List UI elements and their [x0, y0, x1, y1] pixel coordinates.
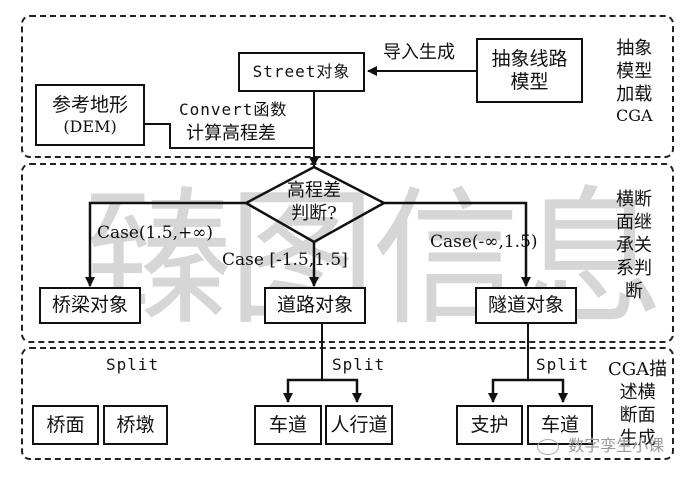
wechat-icon: [537, 438, 559, 455]
panel-cga-cross-section: [21, 347, 674, 460]
node-line: 抽象线路: [491, 47, 568, 70]
node-label: 车道: [540, 413, 579, 436]
edge-case-bridge: [85, 201, 246, 287]
split-tunnel-label: Split: [536, 355, 590, 374]
node-label: 桥面: [46, 413, 85, 436]
node-line: 高程差: [287, 180, 341, 201]
panel-bottom-side-label: CGA描 述横 断面 生成: [608, 359, 668, 450]
tunnel-object-node: 隧道对象: [475, 287, 577, 324]
edge-split-tunnel-support: [488, 378, 528, 403]
abstract-route-model-node: 抽象线路 模型: [476, 38, 583, 103]
node-label: 道路对象: [276, 294, 353, 317]
panel-top-side-label: 抽象 模型 加载 CGA: [616, 38, 653, 126]
elevation-decision-node: 高程差 判断?: [278, 180, 350, 225]
case-bridge-label: Case(1.5,+∞): [97, 223, 214, 243]
brand-watermark: 数字孪生小课: [537, 432, 664, 456]
node-label: 隧道对象: [487, 294, 564, 317]
case-road-label: Case [-1.5,1.5]: [222, 250, 348, 270]
tunnel-lane-node: 车道: [527, 405, 593, 445]
node-label: Street对象: [252, 62, 351, 82]
convert-function-label: Convert函数: [179, 100, 288, 119]
sidewalk-node: 人行道: [325, 405, 393, 445]
edge-split-road-lane: [283, 378, 322, 403]
node-label: 桥墩: [116, 413, 155, 436]
panel-abstract-model-loading: [21, 15, 674, 158]
node-line: 参考地形: [51, 94, 128, 116]
panel-cross-section-inheritance: [21, 163, 674, 343]
road-lane-node: 车道: [254, 405, 322, 445]
split-road-label: Split: [332, 355, 386, 374]
import-generate-label: 导入生成: [383, 42, 455, 63]
brand-text: 数字孪生小课: [568, 436, 665, 455]
node-line: (DEM): [63, 116, 117, 136]
node-label: 桥梁对象: [51, 294, 128, 317]
bridge-pier-node: 桥墩: [103, 405, 168, 445]
node-label: 车道: [268, 413, 307, 436]
road-object-node: 道路对象: [264, 287, 366, 324]
tunnel-support-node: 支护: [456, 405, 523, 445]
street-object-node: Street对象: [238, 52, 365, 92]
bridge-object-node: 桥梁对象: [39, 287, 141, 324]
edge-split-tunnel-lane: [528, 378, 568, 403]
compute-elevation-diff-label: 计算高程差: [186, 123, 276, 144]
node-label: 支护: [470, 413, 509, 436]
panel-middle-side-label: 横断 面继 承关 系判 断: [616, 189, 652, 303]
node-line: 模型: [510, 70, 549, 93]
node-line: 判断?: [291, 202, 337, 224]
node-label: 人行道: [330, 413, 388, 436]
edge-case-tunnel: [384, 201, 531, 287]
reference-terrain-node: 参考地形 (DEM): [35, 84, 145, 146]
case-tunnel-label: Case(-∞,1.5): [430, 232, 538, 252]
split-bridge-label: Split: [106, 355, 160, 374]
edge-dem-to-convert: [145, 123, 314, 149]
bridge-deck-node: 桥面: [32, 405, 99, 445]
edge-split-sidewalk: [322, 378, 362, 403]
